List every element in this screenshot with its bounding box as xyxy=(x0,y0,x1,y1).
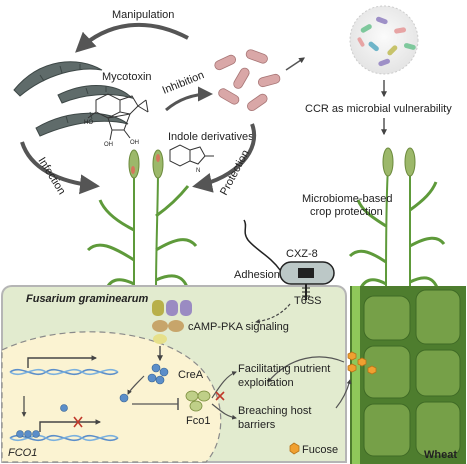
breach-arrow xyxy=(211,403,237,420)
camp-pka-label: cAMP-PKA signaling xyxy=(188,321,289,333)
cxz8-bacterium xyxy=(243,219,335,300)
nutrient-label-line1: Facilitating nutrient xyxy=(238,363,330,375)
svg-text:N: N xyxy=(196,168,200,174)
mycotoxin-label: Mycotoxin xyxy=(102,71,152,83)
bacteria-cluster xyxy=(214,49,281,112)
wheat-label: Wheat xyxy=(424,449,457,461)
crea-fco1-inhibition xyxy=(132,398,179,410)
adhesion-label: Adhesion xyxy=(234,269,280,281)
fucose-block-x xyxy=(215,391,225,401)
wheat-plant-left xyxy=(86,169,198,291)
crea-nuclear-dot xyxy=(119,393,129,403)
protection-arrow xyxy=(192,123,257,193)
wheat-ears-right xyxy=(382,147,416,177)
nutrient-label-line2: exploitation xyxy=(238,377,294,389)
fungal-spores xyxy=(13,61,134,137)
protection-label: Protection xyxy=(218,148,252,197)
indole-label: Indole derivatives xyxy=(168,131,254,143)
svg-text:OH: OH xyxy=(130,140,139,146)
fco1-label: Fco1 xyxy=(186,415,210,427)
wheat-tissue xyxy=(350,286,466,464)
fco1-gene-label: FCO1 xyxy=(8,447,37,459)
mycotoxin-molecule: HO OH OH xyxy=(84,93,149,148)
transcription-block-x xyxy=(73,416,83,428)
svg-text:OH: OH xyxy=(104,142,113,148)
fucose-legend-label: Fucose xyxy=(302,444,338,456)
manipulation-arrow xyxy=(75,22,189,53)
transcription-arrow-upper xyxy=(27,355,98,368)
crea-protein xyxy=(147,363,169,385)
top-right-arrow xyxy=(285,57,305,71)
fucose-legend-icon xyxy=(289,442,300,455)
crea-to-nucleus-arrow xyxy=(127,375,145,395)
infection-label: Infection xyxy=(35,155,67,197)
infection-arrow xyxy=(20,141,100,195)
fucose-inflow-arrow xyxy=(267,356,345,383)
breach-to-wheat-arrow xyxy=(335,379,352,409)
dna-upper xyxy=(9,368,119,376)
inhibition-label: Inhibition xyxy=(161,69,206,97)
ccr-label: CCR as microbial vulnerability xyxy=(305,103,452,115)
manipulation-label: Manipulation xyxy=(112,9,174,21)
fusarium-label: Fusarium graminearum xyxy=(26,293,148,305)
indole-molecule: N xyxy=(169,144,214,174)
cxz8-label: CXZ-8 xyxy=(286,248,318,260)
camp-pka-complex xyxy=(152,300,192,344)
breach-label-line1: Breaching host xyxy=(238,405,311,417)
free-crea-dots xyxy=(60,404,68,412)
microbiome-label-line2: crop protection xyxy=(310,206,383,218)
dna-lower xyxy=(9,434,119,442)
microbiome-label-line1: Microbiome-based xyxy=(302,193,392,205)
microbial-community-dish xyxy=(349,5,419,75)
crea-binding-dots xyxy=(16,430,40,438)
svg-text:HO: HO xyxy=(84,120,93,126)
nutrient-arrow xyxy=(211,371,237,399)
wheat-ears-left xyxy=(128,149,164,179)
t6ss-dashed-arrow xyxy=(255,303,291,324)
t6ss-label: T6SS xyxy=(294,295,322,307)
blocked-transcription-arrow xyxy=(39,419,102,432)
fucose-molecules xyxy=(347,351,377,375)
nucleus xyxy=(1,331,222,463)
crea-label: CreA xyxy=(178,369,204,381)
fco1-protein xyxy=(185,390,211,412)
breach-label-line2: barriers xyxy=(238,419,276,431)
inhibition-arrow xyxy=(165,86,213,112)
wheat-plant-right xyxy=(348,167,446,291)
